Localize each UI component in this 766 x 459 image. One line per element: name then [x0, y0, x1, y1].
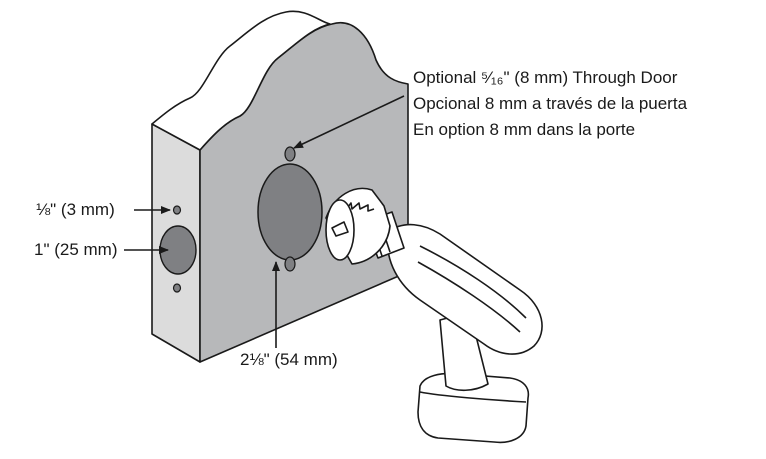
leader-through-door: [293, 95, 405, 149]
door-top-edge: [151, 10, 331, 151]
label-edge-small-hole: ⅛" (3 mm): [36, 200, 115, 219]
label-face-bore: 2⅛" (54 mm): [240, 350, 338, 369]
edge-small-hole-lower: [172, 283, 182, 293]
label-optional-hole-fr: En option 8 mm dans la porte: [413, 120, 636, 139]
through-door-hole-upper: [284, 146, 296, 162]
through-door-hole-lower: [284, 256, 296, 272]
label-edge-bore: 1" (25 mm): [34, 240, 118, 259]
drill-icon: [325, 187, 543, 444]
edge-small-hole: [172, 205, 182, 215]
face-bore-hole: [257, 163, 323, 261]
label-optional-hole-en: Optional ⁵⁄₁₆" (8 mm) Through Door: [413, 68, 678, 87]
label-optional-hole-es: Opcional 8 mm a través de la puerta: [413, 94, 688, 113]
